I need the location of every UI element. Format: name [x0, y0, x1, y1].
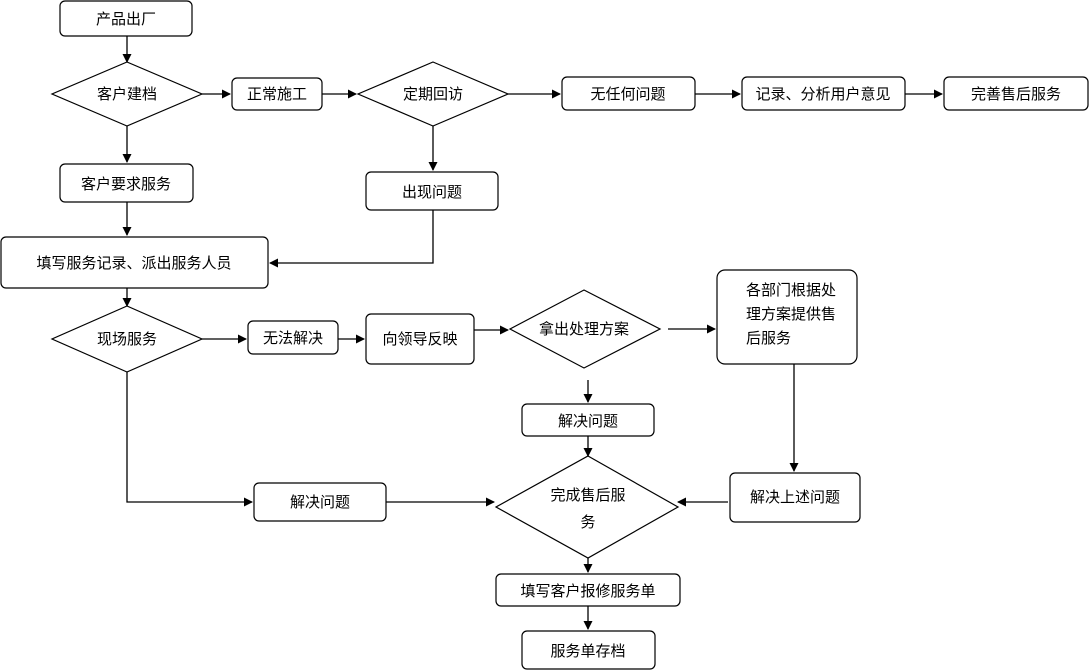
node-factory: 产品出厂: [59, 0, 193, 37]
node-departments-label-line3: 后服务: [746, 329, 791, 347]
node-no-issue: 无任何问题: [561, 76, 696, 111]
edge-issue-found-to-fill-record: [269, 210, 434, 268]
node-departments: 各部门根据处 理方案提供售 后服务: [716, 269, 858, 365]
node-archive: 客户建档: [50, 61, 204, 127]
node-revisit: 定期回访: [356, 61, 510, 127]
node-solve-mid: 解决问题: [521, 403, 655, 437]
node-report-leader-label: 向领导反映: [382, 330, 457, 348]
node-construction: 正常施工: [231, 77, 323, 111]
node-customer-request-label: 客户要求服务: [81, 175, 171, 193]
edges: [122, 36, 943, 630]
node-complete-label-line2: 务: [580, 513, 595, 531]
node-construction-label: 正常施工: [247, 85, 307, 103]
node-solve-left-label: 解决问题: [290, 493, 350, 511]
node-issue-found-label: 出现问题: [402, 183, 462, 201]
node-solve-above: 解决上述问题: [729, 472, 861, 523]
node-onsite-service-label: 现场服务: [97, 330, 157, 348]
node-solve-above-label: 解决上述问题: [750, 488, 840, 506]
node-cannot-solve: 无法解决: [247, 320, 339, 355]
node-archive-label: 客户建档: [97, 85, 157, 103]
node-improve-service-label: 完善售后服务: [971, 85, 1061, 103]
node-cannot-solve-label: 无法解决: [263, 329, 323, 347]
node-departments-label-line2: 理方案提供售: [746, 305, 836, 323]
node-departments-label-line1: 各部门根据处: [746, 281, 836, 299]
node-improve-service: 完善售后服务: [943, 76, 1089, 111]
node-factory-label: 产品出厂: [96, 10, 156, 28]
node-report-leader: 向领导反映: [365, 313, 475, 365]
node-no-issue-label: 无任何问题: [590, 85, 665, 103]
node-fill-form: 填写客户报修服务单: [495, 573, 681, 607]
node-propose-plan: 拿出处理方案: [508, 289, 662, 369]
node-solve-left: 解决问题: [253, 482, 387, 522]
node-customer-request: 客户要求服务: [59, 163, 194, 203]
node-file-form-label: 服务单存档: [550, 642, 625, 660]
edge-onsite-service-to-solve-left: [126, 372, 253, 507]
node-fill-record: 填写服务记录、派出服务人员: [0, 236, 269, 289]
node-fill-record-label: 填写服务记录、派出服务人员: [36, 254, 231, 272]
node-complete: 完成售后服 务: [494, 455, 680, 559]
node-issue-found: 出现问题: [365, 171, 499, 211]
node-file-form: 服务单存档: [521, 630, 656, 670]
node-complete-label-line1: 完成售后服: [550, 486, 625, 504]
node-solve-mid-label: 解决问题: [558, 412, 618, 430]
node-record-feedback: 记录、分析用户意见: [741, 76, 906, 111]
node-propose-plan-label: 拿出处理方案: [539, 320, 629, 338]
node-record-feedback-label: 记录、分析用户意见: [755, 85, 890, 103]
node-onsite-service: 现场服务: [50, 305, 204, 373]
node-fill-form-label: 填写客户报修服务单: [520, 582, 655, 600]
node-revisit-label: 定期回访: [403, 85, 463, 103]
